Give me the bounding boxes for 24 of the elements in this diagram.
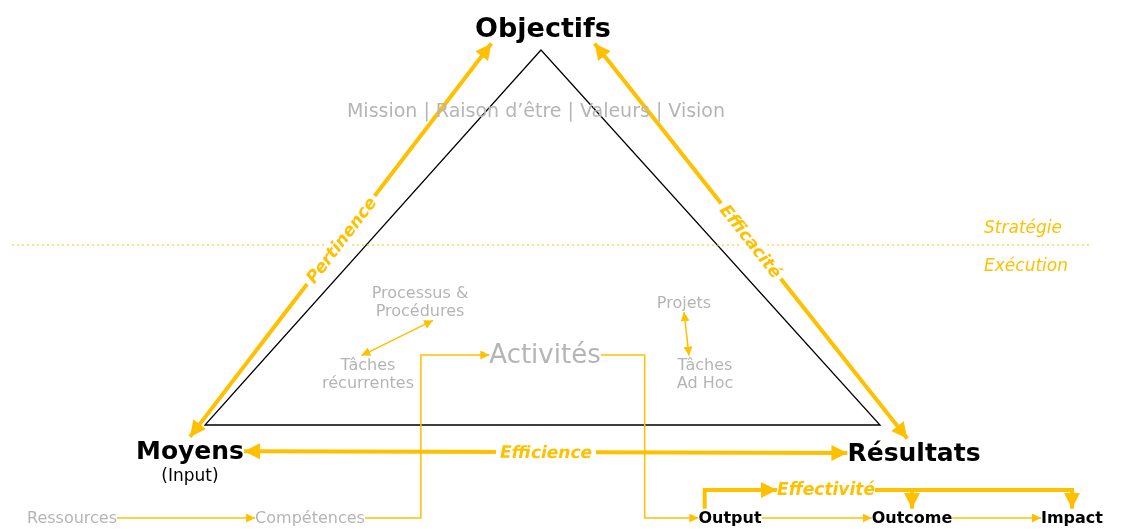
arrow [599, 354, 700, 523]
label-text: Tâches récurrentes [303, 355, 433, 393]
label-text: Activités [489, 340, 601, 370]
label-text: Effectivité [777, 480, 875, 500]
section-label: Exécution [984, 255, 1068, 275]
label-text: Output [698, 508, 762, 528]
label-text: Tâches Ad Hoc [665, 355, 745, 393]
heading: Résultats [847, 438, 981, 468]
arrow [760, 513, 873, 523]
heading: Moyens [136, 436, 244, 466]
label-text: Outcome [871, 508, 953, 528]
label-text: Impact [1041, 508, 1103, 528]
arrow [702, 482, 777, 509]
arrow [360, 319, 434, 357]
subheading: (Input) [160, 465, 220, 486]
heading: Objectifs [475, 12, 611, 44]
arrow [364, 350, 491, 519]
section-label: Stratégie [984, 217, 1062, 237]
arrow [951, 513, 1042, 523]
label-text: Projets [656, 293, 712, 313]
label-text: Compétences [255, 508, 365, 528]
arrow [680, 311, 693, 357]
arrow [116, 513, 256, 523]
label-text: Ressources [27, 508, 117, 528]
